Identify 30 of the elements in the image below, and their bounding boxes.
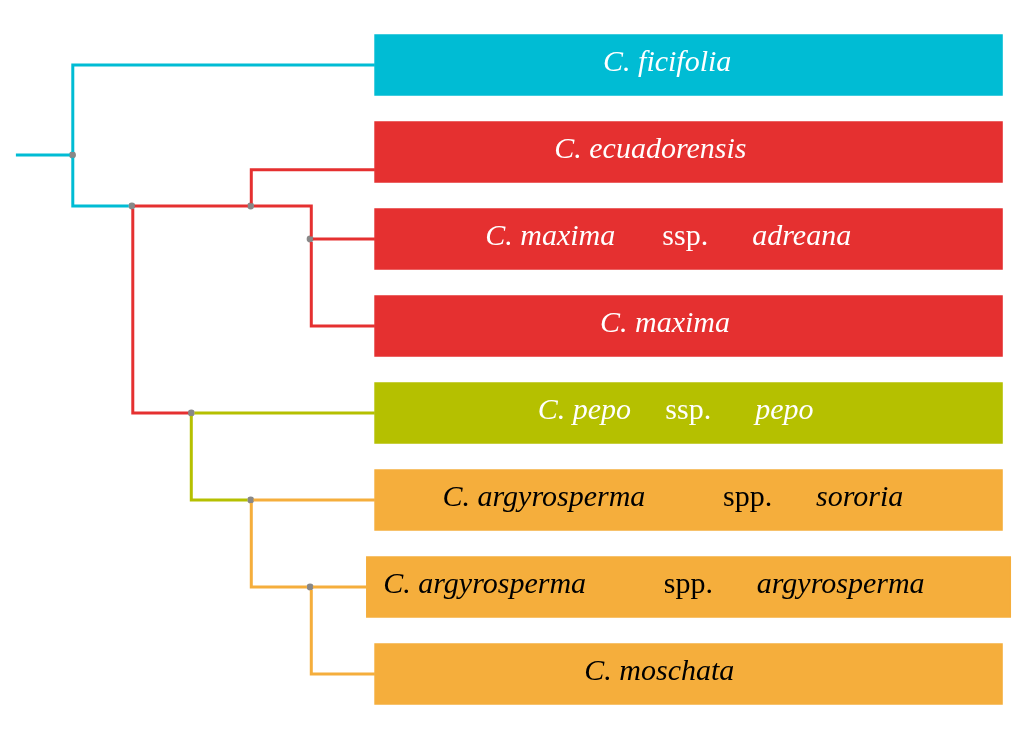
node-point (187, 409, 195, 417)
node-box: C. pepo ssp. pepo (374, 382, 1003, 444)
connector (309, 589, 375, 676)
node-point (128, 202, 136, 210)
node-box: C. argyrosperma spp. sororia (374, 469, 1003, 531)
node-point (247, 202, 255, 210)
node-box: C. moschata (374, 643, 1003, 705)
node-box: C. maxima ssp. adreana (374, 208, 1003, 270)
connector (15, 153, 70, 157)
connector (249, 502, 307, 589)
node-point (306, 583, 314, 591)
node-point (247, 496, 255, 504)
node-box: C. ecuadorensis (374, 121, 1003, 183)
node-point (69, 151, 76, 159)
connector (194, 411, 375, 415)
connector (131, 208, 189, 415)
connector (253, 204, 313, 237)
connector (249, 168, 375, 204)
connector (309, 241, 375, 328)
connector (253, 498, 375, 502)
connector (134, 204, 248, 208)
node-box: C. maxima (374, 295, 1003, 357)
node-point (306, 235, 314, 243)
connector (312, 585, 367, 589)
connector (312, 237, 375, 241)
node-box: C. argyrosperma spp. argyrosperma (366, 556, 1012, 618)
node-box: C. ficifolia (374, 34, 1003, 96)
connector (71, 63, 375, 152)
connector (189, 415, 248, 502)
connector (71, 157, 129, 208)
